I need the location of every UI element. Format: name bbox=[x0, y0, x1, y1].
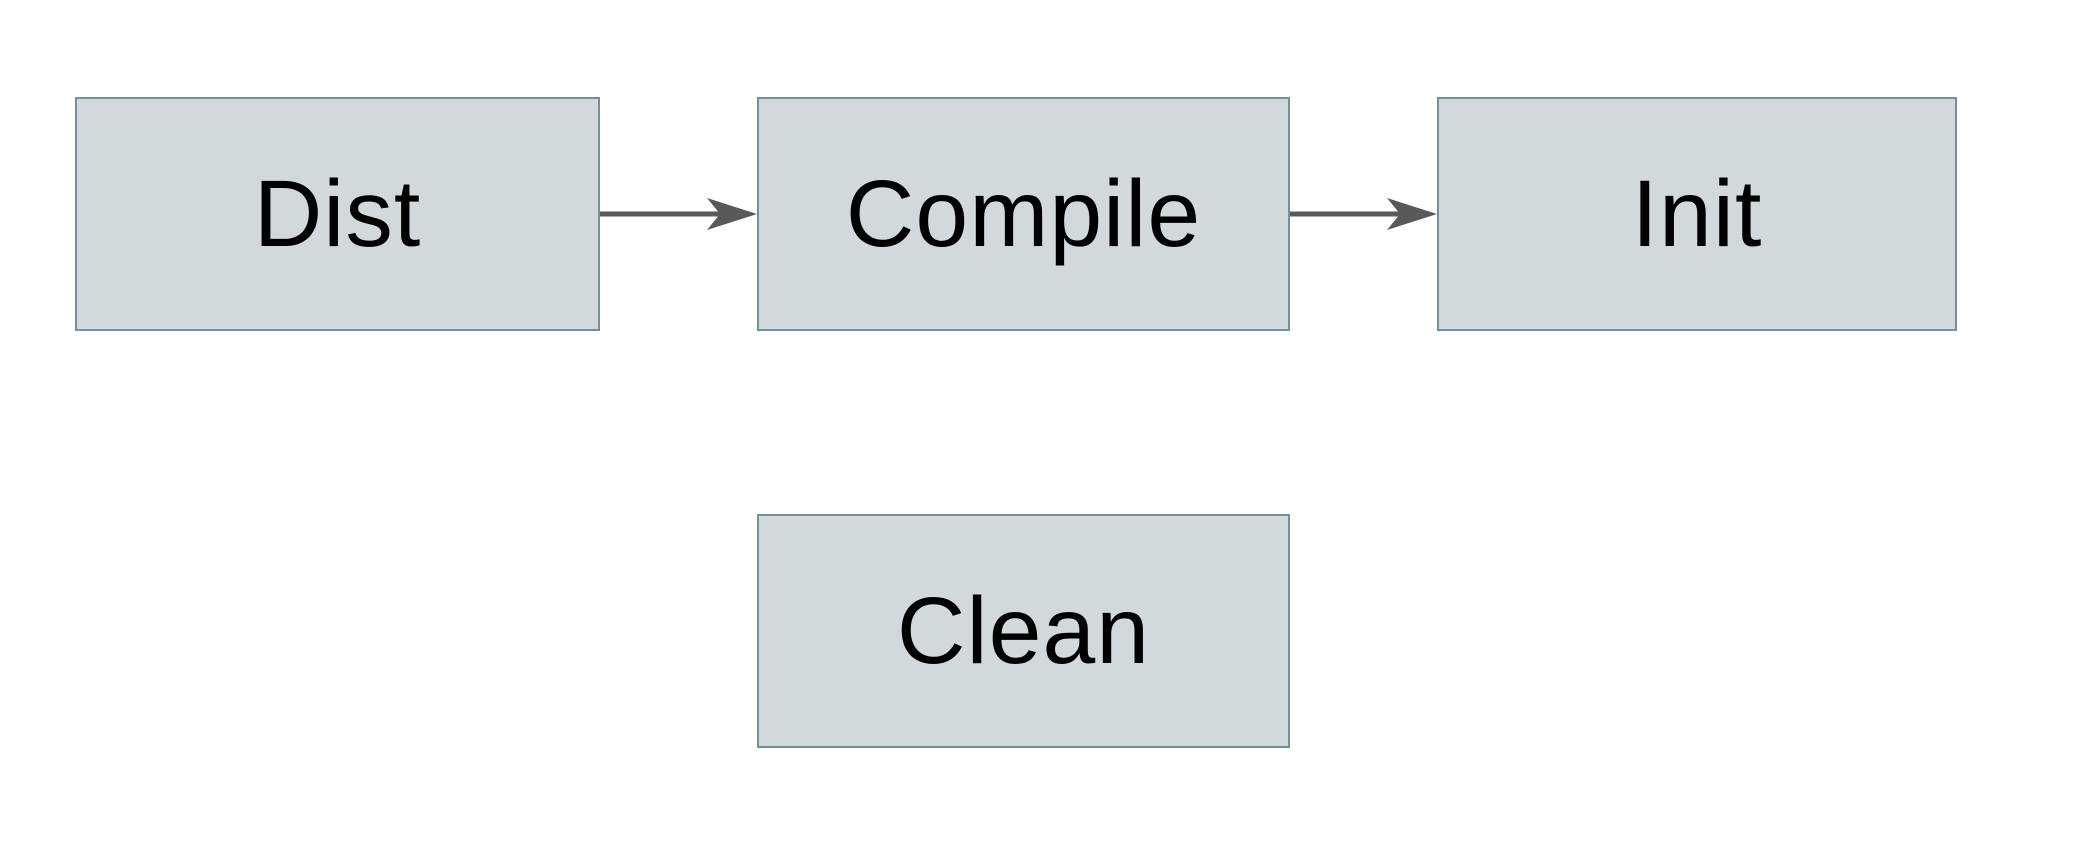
node-compile-label: Compile bbox=[845, 160, 1202, 267]
node-clean-label: Clean bbox=[896, 577, 1151, 684]
arrow-head-icon bbox=[707, 198, 757, 230]
node-clean: Clean bbox=[757, 514, 1290, 748]
node-init: Init bbox=[1437, 97, 1957, 331]
arrow-head-icon bbox=[1387, 198, 1437, 230]
node-dist-label: Dist bbox=[253, 160, 422, 267]
node-init-label: Init bbox=[1631, 160, 1763, 267]
node-compile: Compile bbox=[757, 97, 1290, 331]
arrow-compile-to-init bbox=[1290, 198, 1437, 230]
node-dist: Dist bbox=[75, 97, 600, 331]
arrow-dist-to-compile bbox=[600, 198, 757, 230]
